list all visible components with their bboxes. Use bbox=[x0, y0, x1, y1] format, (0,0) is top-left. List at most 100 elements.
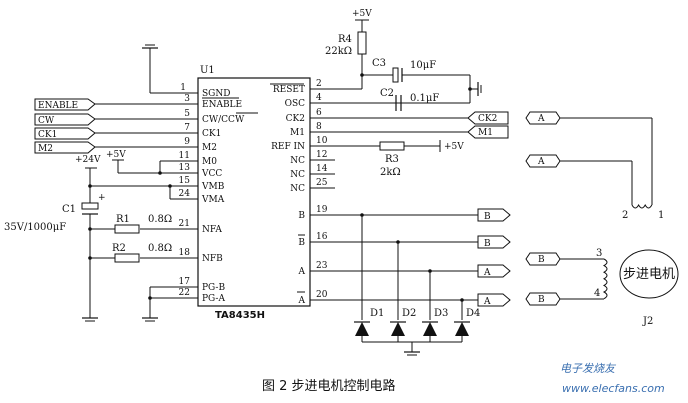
ic-body bbox=[197, 77, 311, 307]
output-port bbox=[477, 208, 511, 222]
pin-name: RESET bbox=[273, 85, 305, 95]
motor-symbol bbox=[619, 249, 679, 299]
c3-name: C3 bbox=[372, 58, 386, 69]
pin-num: 9 bbox=[184, 137, 190, 147]
pin-name: CW/CCW bbox=[202, 115, 245, 125]
pin-num: 23 bbox=[316, 261, 328, 271]
r2-name: R2 bbox=[112, 243, 126, 254]
left-pins: 1 SGND 3 ENABLE 5 CW/CCW 7 CK1 9 M2 11 M… bbox=[90, 83, 258, 304]
pin-num: 21 bbox=[179, 219, 190, 229]
port-label: ENABLE bbox=[38, 101, 78, 111]
port-label: A bbox=[483, 268, 491, 278]
pin-name: M1 bbox=[290, 128, 305, 138]
pin-name: NC bbox=[290, 156, 305, 166]
pin-name: B bbox=[298, 211, 305, 221]
motor-coil-a bbox=[631, 203, 653, 209]
port-label: A bbox=[483, 297, 491, 307]
pin-num: 15 bbox=[179, 176, 191, 186]
pin-name: VMB bbox=[201, 182, 225, 192]
port-ck2 bbox=[467, 111, 509, 125]
pin-name: NC bbox=[290, 170, 305, 180]
pin-name: VCC bbox=[201, 169, 222, 179]
pin-name: PG-A bbox=[202, 294, 225, 304]
pin-num: 11 bbox=[179, 151, 190, 161]
diode-label: D2 bbox=[402, 308, 416, 319]
motor-port bbox=[525, 154, 561, 168]
port-label: B bbox=[484, 212, 491, 222]
port-label: B bbox=[484, 239, 491, 249]
pin-name: B bbox=[298, 238, 305, 248]
c3-value: 10μF bbox=[410, 60, 436, 71]
motor-pin: 2 bbox=[622, 210, 628, 221]
port-m2 bbox=[34, 141, 96, 154]
port-label: CK2 bbox=[478, 114, 497, 124]
r3-name: R3 bbox=[385, 154, 399, 165]
pin-name: NFA bbox=[202, 225, 222, 235]
diode-array: D1 D2 D3 D4 bbox=[354, 213, 480, 356]
port-label: M1 bbox=[478, 128, 493, 138]
motor-pin: 4 bbox=[594, 288, 600, 299]
pin-num: 25 bbox=[316, 178, 328, 188]
figure-caption: 图 2 步进电机控制电路 bbox=[262, 378, 396, 394]
motor-designator: J2 bbox=[642, 316, 653, 327]
resistor-r1 bbox=[114, 224, 140, 234]
port-label: CW bbox=[38, 116, 55, 126]
pin-name: CK2 bbox=[286, 114, 305, 124]
pin-num: 12 bbox=[316, 150, 327, 160]
supply-label: +5V bbox=[444, 142, 464, 152]
motor-label: 步进电机 bbox=[623, 267, 675, 282]
ic-designator: U1 bbox=[200, 65, 215, 76]
motor-port bbox=[525, 292, 561, 306]
pin-num: 3 bbox=[184, 94, 190, 104]
diode-label: D4 bbox=[466, 308, 480, 319]
watermark-url: www.elecfans.com bbox=[562, 382, 665, 395]
r4-name: R4 bbox=[338, 34, 352, 45]
r2-value: 0.8Ω bbox=[148, 243, 172, 254]
pin-name: REF IN bbox=[271, 142, 305, 152]
pin-num: 17 bbox=[179, 277, 191, 287]
c1-value: 35V/1000μF bbox=[4, 222, 66, 233]
supply-label: +5V bbox=[352, 9, 372, 19]
pin-num: 6 bbox=[316, 108, 322, 118]
port-m1 bbox=[467, 125, 509, 139]
pin-num: 10 bbox=[316, 136, 328, 146]
motor-coil-b bbox=[602, 258, 608, 300]
ic-part-number: TA8435H bbox=[215, 310, 265, 321]
pin-num: 18 bbox=[179, 248, 191, 258]
c2-value: 0.1μF bbox=[410, 93, 439, 104]
output-port bbox=[477, 293, 511, 307]
pin-name: M2 bbox=[202, 143, 217, 153]
motor-port bbox=[525, 111, 561, 125]
resistor-r4 bbox=[357, 31, 367, 55]
pin-num: 1 bbox=[180, 83, 186, 93]
port-label: CK1 bbox=[38, 130, 57, 140]
pin-name: M0 bbox=[202, 157, 217, 167]
pin-num: 2 bbox=[316, 79, 322, 89]
resistor-r3 bbox=[379, 141, 405, 151]
port-enable bbox=[34, 98, 96, 111]
pin-name: VMA bbox=[201, 195, 225, 205]
resistor-r2 bbox=[114, 253, 140, 263]
pin-num: 16 bbox=[316, 232, 328, 242]
port-label: B bbox=[538, 255, 545, 265]
port-label: M2 bbox=[38, 144, 53, 154]
motor-pin: 1 bbox=[658, 210, 664, 221]
watermark-logo: 电子发烧友 bbox=[560, 362, 617, 375]
pin-name: NFB bbox=[202, 254, 223, 264]
supply-label: +5V bbox=[106, 150, 126, 160]
pin-name: OSC bbox=[285, 99, 306, 109]
output-port bbox=[477, 264, 511, 278]
port-label: B bbox=[538, 295, 545, 305]
pin-name: ENABLE bbox=[202, 100, 242, 110]
pin-name: A bbox=[298, 296, 306, 306]
pin-num: 22 bbox=[179, 288, 190, 298]
r1-name: R1 bbox=[116, 214, 130, 225]
pin-name: NC bbox=[290, 184, 305, 194]
pin-name: SGND bbox=[202, 89, 230, 99]
c1-name: C1 bbox=[62, 204, 76, 215]
output-port bbox=[477, 235, 511, 249]
pin-num: 20 bbox=[316, 290, 328, 300]
pin-num: 8 bbox=[316, 122, 322, 132]
pin-num: 13 bbox=[179, 163, 191, 173]
